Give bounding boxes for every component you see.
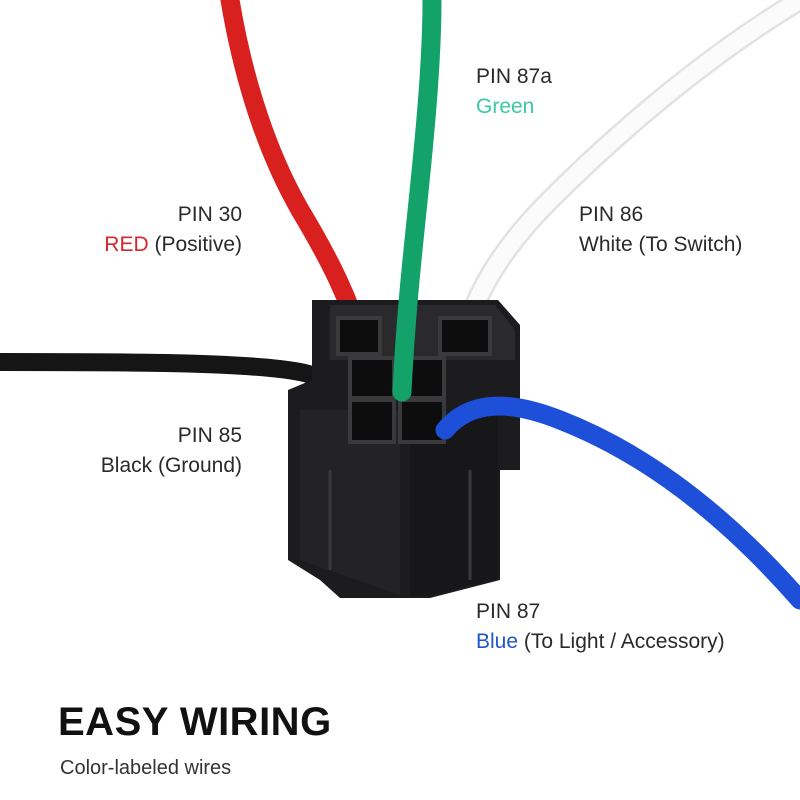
blue-wire xyxy=(435,396,800,610)
pin87a-label: PIN 87a Green xyxy=(476,62,552,122)
pin87-desc: (To Light / Accessory) xyxy=(518,630,725,653)
pin85-desc: Black (Ground) xyxy=(100,454,242,477)
pin87-color: Blue xyxy=(476,630,519,653)
pin86-title: PIN 86 xyxy=(579,203,644,226)
page-subtitle: Color-labeled wires xyxy=(60,757,232,779)
pin85-label: PIN 85 Black (Ground) xyxy=(40,421,242,481)
green-wire xyxy=(392,0,442,402)
pin85-title: PIN 85 xyxy=(177,424,242,447)
pin30-color: RED xyxy=(104,233,149,256)
pin87-label: PIN 87 Blue (To Light / Accessory) xyxy=(476,597,725,657)
pin30-title: PIN 30 xyxy=(177,203,242,226)
pin87a-color: Green xyxy=(476,95,535,118)
page-title: EASY WIRING xyxy=(58,700,332,744)
pin30-label: PIN 30 RED (Positive) xyxy=(60,200,242,260)
white-wire xyxy=(451,0,800,361)
pin87-title: PIN 87 xyxy=(476,600,541,623)
pin87a-title: PIN 87a xyxy=(476,65,552,88)
red-wire xyxy=(220,0,372,355)
pin30-desc: (Positive) xyxy=(148,233,242,256)
pin86-label: PIN 86 White (To Switch) xyxy=(579,200,742,260)
pin86-desc: White (To Switch) xyxy=(579,233,743,256)
